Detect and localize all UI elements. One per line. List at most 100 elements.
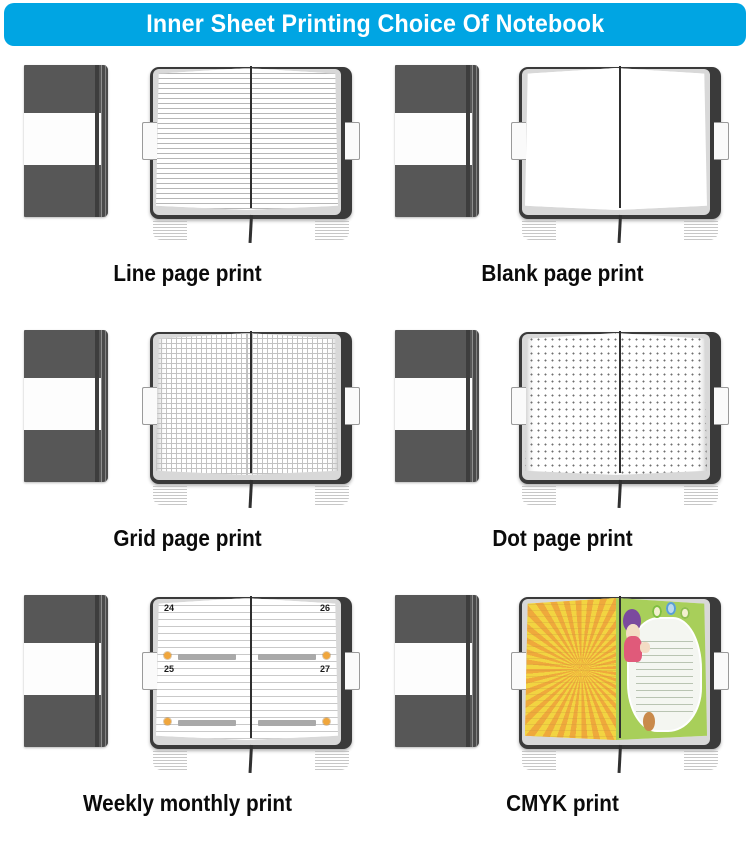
notebook-pair-grid (0, 317, 375, 532)
open-spine-line (249, 596, 253, 738)
open-notebook-line (142, 65, 360, 244)
open-notebook-cmyk (511, 595, 729, 774)
page-pattern-lines (156, 68, 247, 210)
product-cell-grid[interactable]: Grid page print (0, 317, 375, 582)
page-left (525, 333, 616, 475)
notebook-white-band (395, 113, 479, 165)
bookmark-ribbon (248, 744, 253, 774)
elastic-strap (95, 595, 99, 747)
notebook-pair-weekly: 24 26 25 27 (0, 582, 375, 797)
page-left (525, 68, 616, 210)
page-left (525, 598, 616, 740)
bullet-dot (164, 652, 171, 659)
page-tab-right (714, 652, 729, 690)
closed-notebook-weekly (24, 595, 108, 747)
open-notebook-weekly: 24 26 25 27 (142, 595, 360, 774)
open-spine-line (249, 66, 253, 208)
page-edges-left (153, 220, 187, 240)
entry-bar (178, 654, 236, 660)
page-header-banner: Inner Sheet Printing Choice Of Notebook (4, 3, 746, 46)
page-edges-right (684, 485, 718, 505)
page-pattern-grid (156, 333, 247, 475)
elastic-strap-highlight (100, 330, 102, 482)
day-number-mid-left: 25 (164, 664, 175, 674)
notebook-pair-line (0, 52, 375, 267)
closed-notebook-blank (395, 65, 479, 217)
notebook-pair-dot (375, 317, 750, 532)
elastic-strap-highlight (471, 595, 473, 747)
notebook-pair-blank (375, 52, 750, 267)
product-cell-cmyk[interactable]: CMYK print (375, 582, 750, 847)
product-label-dot: Dot page print (492, 525, 633, 551)
page-tab-left (511, 387, 526, 425)
bookmark-ribbon (617, 214, 622, 244)
notebook-spine-highlight (104, 65, 106, 217)
bullet-dot (323, 652, 330, 659)
page-tab-left (511, 122, 526, 160)
product-cell-line[interactable]: Line page print (0, 52, 375, 317)
page-tab-left (142, 122, 157, 160)
open-spine-line (249, 331, 253, 473)
day-number-top-right: 26 (319, 603, 330, 613)
elastic-strap-highlight (471, 65, 473, 217)
page-left (156, 333, 247, 475)
notebook-spine-highlight (475, 595, 477, 747)
day-number-mid-right: 27 (319, 664, 330, 674)
cloud-note-area (628, 619, 700, 731)
bullet-dot (164, 718, 171, 725)
page-block (525, 598, 707, 740)
bullet-dot (323, 718, 330, 725)
product-cell-weekly[interactable]: 24 26 25 27 (0, 582, 375, 847)
page-pattern-grid (247, 333, 338, 475)
elastic-strap (466, 65, 470, 217)
closed-notebook-dot (395, 330, 479, 482)
page-title: Inner Sheet Printing Choice Of Notebook (145, 10, 605, 38)
elastic-strap (95, 65, 99, 217)
page-tab-right (345, 387, 360, 425)
cloud-note-lines (635, 641, 693, 714)
notebook-white-band (24, 643, 108, 695)
product-cell-dot[interactable]: Dot page print (375, 317, 750, 582)
product-label-cmyk: CMYK print (506, 790, 619, 816)
page-right (247, 598, 338, 740)
notebook-white-band (395, 643, 479, 695)
product-cell-blank[interactable]: Blank page print (375, 52, 750, 317)
page-block: 24 26 25 27 (156, 598, 338, 740)
entry-bar (258, 654, 316, 660)
elastic-strap (466, 330, 470, 482)
page-tab-right (345, 652, 360, 690)
product-label-weekly: Weekly monthly print (83, 790, 292, 816)
bookmark-ribbon (617, 744, 622, 774)
bookmark-ribbon (248, 479, 253, 509)
page-block (525, 333, 707, 475)
page-pattern-dots (525, 333, 616, 475)
page-right (616, 68, 707, 210)
flower-icon (679, 606, 690, 620)
page-tab-right (714, 387, 729, 425)
product-label-grid: Grid page print (113, 525, 262, 551)
page-block (156, 333, 338, 475)
flower-icon (666, 602, 677, 616)
open-notebook-dot (511, 330, 729, 509)
character-arm-icon (639, 642, 650, 654)
page-edges-right (315, 750, 349, 770)
notebook-white-band (395, 378, 479, 430)
page-right (247, 68, 338, 210)
character-body-icon (624, 636, 643, 662)
elastic-strap-highlight (100, 595, 102, 747)
page-tab-right (714, 122, 729, 160)
open-spine-line (618, 331, 622, 473)
elastic-strap (95, 330, 99, 482)
page-block (156, 68, 338, 210)
entry-bar (258, 720, 316, 726)
notebook-spine-highlight (475, 65, 477, 217)
page-tab-left (142, 652, 157, 690)
day-number-top-left: 24 (164, 603, 175, 613)
page-left (156, 598, 247, 740)
closed-notebook-cmyk (395, 595, 479, 747)
page-artwork-cartoon (616, 598, 707, 740)
page-edges-right (684, 750, 718, 770)
page-edges-left (153, 750, 187, 770)
page-edges-left (522, 750, 556, 770)
page-tab-left (142, 387, 157, 425)
